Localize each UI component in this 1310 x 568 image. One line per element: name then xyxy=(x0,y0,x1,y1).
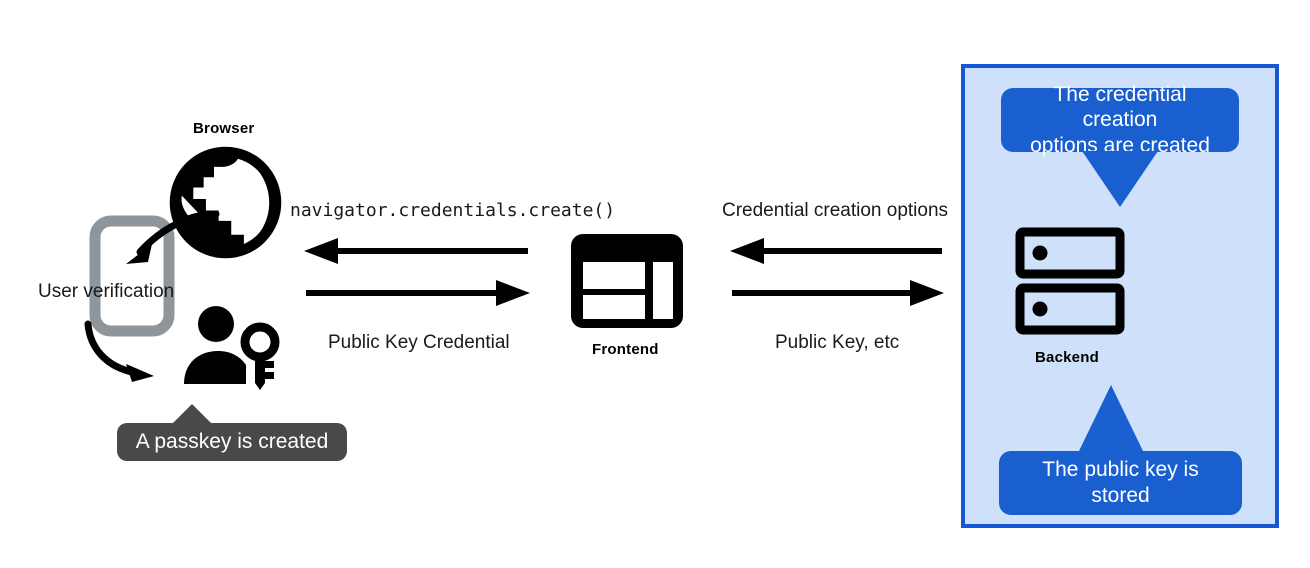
backend-label: Backend xyxy=(1035,349,1099,366)
public-key-stored-line1: The public key is xyxy=(1042,458,1199,482)
globe-icon xyxy=(168,145,283,260)
user-verification-label: User verification xyxy=(38,281,175,302)
frontend-label: Frontend xyxy=(592,341,659,358)
public-key-stored-callout-tail-icon xyxy=(1079,385,1143,451)
arrow-device-to-user xyxy=(80,320,195,392)
browser-label: Browser xyxy=(193,120,255,137)
arrow-backend-to-frontend xyxy=(728,236,946,266)
credential-options-created-line1: The credential creation xyxy=(1053,82,1187,132)
public-key-etc-label: Public Key, etc xyxy=(775,332,900,353)
public-key-stored-line2: stored xyxy=(1091,484,1150,507)
arrow-browser-to-frontend xyxy=(302,278,532,308)
globe-ring-icon xyxy=(168,145,283,260)
credential-options-created-line2: options are created xyxy=(1030,133,1210,157)
credential-creation-options-label: Credential creation options xyxy=(722,200,949,221)
browser-window-layout-icon xyxy=(568,231,686,331)
navigator-credentials-create-label: navigator.credentials.create() xyxy=(290,200,616,221)
public-key-credential-label: Public Key Credential xyxy=(328,332,510,353)
passkey-created-callout: A passkey is created xyxy=(117,423,347,461)
arrow-frontend-to-backend xyxy=(728,278,946,308)
arrow-frontend-to-browser xyxy=(302,236,532,266)
server-rack-icon xyxy=(1015,227,1125,338)
arrow-browser-to-device xyxy=(96,200,226,290)
mobile-phone-icon xyxy=(89,215,175,337)
credential-options-callout-tail-icon xyxy=(1082,151,1158,207)
user-with-key-icon xyxy=(180,305,290,390)
public-key-stored-callout: The public key is stored xyxy=(999,451,1242,515)
credential-options-created-callout: The credential creation options are crea… xyxy=(1001,83,1239,157)
